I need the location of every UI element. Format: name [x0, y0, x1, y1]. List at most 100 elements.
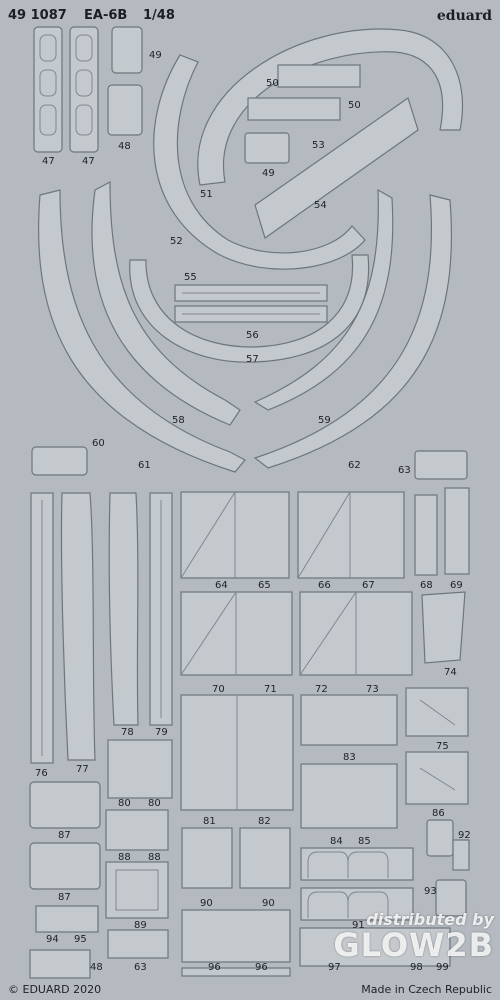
part-91: [300, 887, 414, 921]
part-96: [181, 967, 291, 977]
watermark-line2: GLOW2B: [333, 926, 494, 964]
part-label: 83: [343, 752, 356, 763]
part-61-outer-left: [37, 189, 246, 473]
part-label: 48: [90, 962, 103, 973]
part-label: 80: [148, 798, 161, 809]
part-label: 90: [200, 898, 213, 909]
part-label: 47: [42, 156, 55, 167]
part-47-slot: [75, 69, 93, 97]
part-label: 68: [420, 580, 433, 591]
part-47-slot: [39, 69, 57, 97]
part-label: 88: [148, 852, 161, 863]
part-label: 94: [46, 934, 59, 945]
part-label: 53: [312, 140, 325, 151]
part-label: 82: [258, 816, 271, 827]
part-86: [426, 819, 454, 857]
part-74: [421, 591, 466, 664]
part-82: [239, 827, 291, 889]
part-label: 61: [138, 460, 151, 471]
part-label: 81: [203, 816, 216, 827]
part-69: [444, 487, 470, 575]
part-84-85-loops: [307, 851, 389, 878]
part-97-99: [299, 927, 451, 967]
part-label: 98: [410, 962, 423, 973]
part-label: 64: [215, 580, 228, 591]
part-label: 63: [398, 465, 411, 476]
part-48-bottom: [29, 949, 91, 979]
part-84-85: [300, 847, 414, 881]
part-91-loops: [307, 891, 389, 918]
part-label: 69: [450, 580, 463, 591]
part-label: 87: [58, 830, 71, 841]
part-label: 57: [246, 354, 259, 365]
part-label: 58: [172, 415, 185, 426]
part-59-right: [253, 188, 394, 411]
part-label: 96: [255, 962, 268, 973]
part-58-left: [91, 181, 241, 426]
part-label: 48: [118, 141, 131, 152]
part-80-group: [107, 739, 173, 799]
part-label: 54: [314, 200, 327, 211]
part-label: 96: [208, 962, 221, 973]
part-49-second: [244, 132, 290, 164]
part-63-bottom: [107, 929, 169, 959]
part-47-slot: [39, 34, 57, 62]
panel-diagonal: [299, 591, 357, 676]
part-63-top: [414, 450, 468, 480]
part-47-left: [33, 26, 63, 153]
part-62-outer-right: [253, 194, 453, 469]
part-label: 79: [155, 727, 168, 738]
part-label: 51: [200, 189, 213, 200]
part-label: 50: [266, 78, 279, 89]
part-label: 47: [82, 156, 95, 167]
part-label: 84: [330, 836, 343, 847]
panel-diagonal: [297, 491, 351, 579]
part-60: [31, 446, 88, 476]
part-75-bottom: [405, 751, 469, 805]
part-label: 67: [362, 580, 375, 591]
part-label: 56: [246, 330, 259, 341]
part-label: 74: [444, 667, 457, 678]
part-label: 49: [262, 168, 275, 179]
part-77: [60, 492, 96, 761]
scale: 1/48: [143, 8, 175, 23]
part-49-top: [111, 26, 143, 74]
part-47-right: [69, 26, 99, 153]
part-label: 63: [134, 962, 147, 973]
part-47-slot: [39, 104, 57, 136]
part-label: 86: [432, 808, 445, 819]
origin: Made in Czech Republic: [361, 983, 492, 996]
part-label: 49: [149, 50, 162, 61]
part-90-group: [181, 909, 291, 963]
part-47-slot: [75, 34, 93, 62]
part-label: 97: [328, 962, 341, 973]
part-label: 76: [35, 768, 48, 779]
part-87-bottom: [29, 842, 101, 890]
part-label: 99: [436, 962, 449, 973]
part-label: 65: [258, 580, 271, 591]
part-label: 95: [74, 934, 87, 945]
part-48-top: [107, 84, 143, 136]
part-78: [108, 492, 139, 726]
part-label: 77: [76, 764, 89, 775]
part-75-detail: [419, 699, 456, 726]
part-label: 66: [318, 580, 331, 591]
part-label: 91: [352, 920, 365, 931]
copyright: © EDUARD 2020: [8, 983, 102, 996]
part-87-top: [29, 781, 101, 829]
part-50-top: [277, 64, 361, 88]
part-93: [435, 879, 467, 917]
part-label: 90: [262, 898, 275, 909]
part-label: 75: [436, 741, 449, 752]
part-57-horseshoe: [129, 254, 370, 363]
part-label: 50: [348, 100, 361, 111]
part-label: 70: [212, 684, 225, 695]
part-label: 89: [134, 920, 147, 931]
part-92: [452, 839, 470, 871]
part-50-bottom: [247, 97, 341, 121]
part-label: 52: [170, 236, 183, 247]
distributor-watermark: distributed by GLOW2B: [333, 910, 494, 961]
set-number: 49 1087: [8, 8, 67, 23]
